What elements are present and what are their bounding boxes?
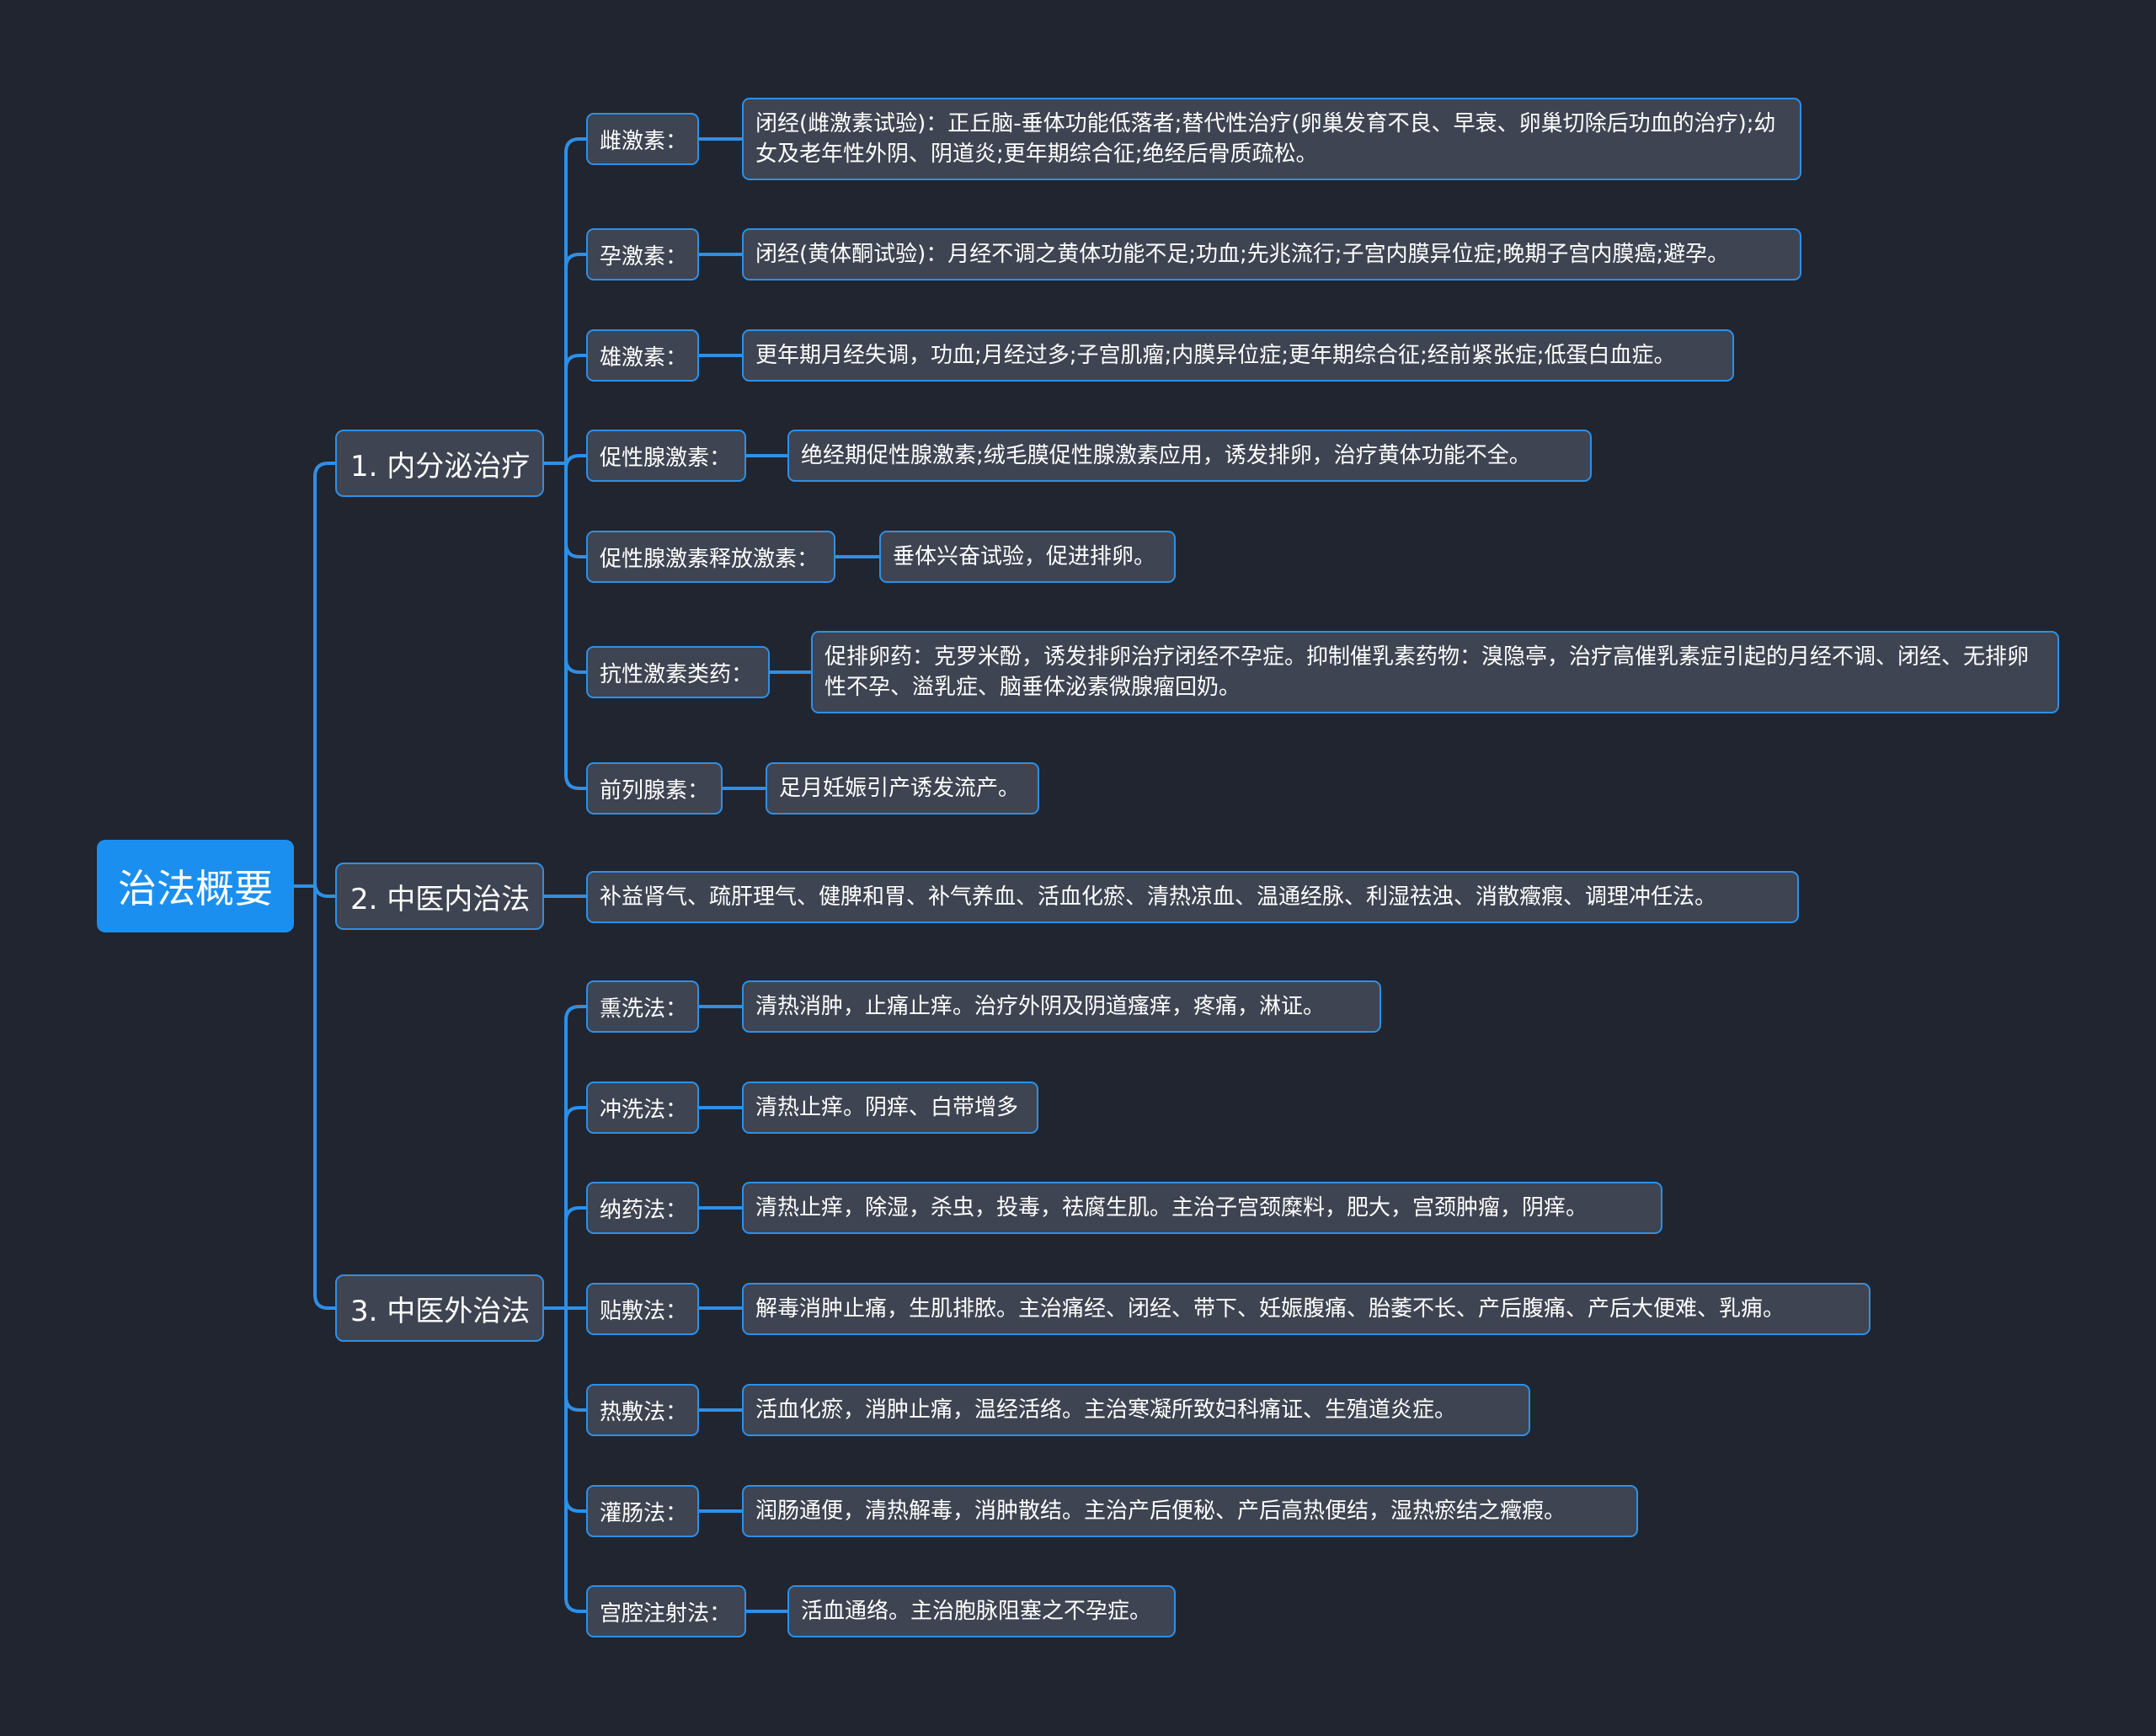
connector-branch-3-sub-7 [564, 1308, 586, 1613]
leaf-progesterone: 闭经(黄体酮试验)：月经不调之黄体功能不足;功血;先兆流行;子宫内膜异位症;晚期… [742, 228, 1801, 280]
branch-tcm-internal[interactable]: 2. 中医内治法 [335, 863, 544, 930]
leaf-intrauterine-injection: 活血通络。主治胞脉阻塞之不孕症。 [787, 1585, 1176, 1637]
sub-prostaglandin[interactable]: 前列腺素： [586, 762, 723, 815]
connector-branch-3-sub-1 [564, 1005, 586, 1308]
leaf-tcm-internal: 补益肾气、疏肝理气、健脾和胃、补气养血、活血化瘀、清热凉血、温通经脉、利湿祛浊、… [586, 871, 1799, 923]
branch-endocrine-therapy[interactable]: 1. 内分泌治疗 [335, 430, 544, 497]
connector-branch-1-sub-1 [564, 137, 586, 463]
leaf-fumigation: 清热消肿，止痛止痒。治疗外阴及阴道瘙痒，疼痛，淋证。 [742, 980, 1381, 1033]
sub-hot-compress[interactable]: 热敷法： [586, 1384, 699, 1436]
leaf-gonadotropin: 绝经期促性腺激素;绒毛膜促性腺激素应用，诱发排卵，治疗黄体功能不全。 [787, 430, 1592, 482]
connector-branch-1-sub-4 [564, 454, 586, 470]
branch-tcm-external[interactable]: 3. 中医外治法 [335, 1274, 544, 1342]
connector-branch-1-sub-2 [564, 253, 586, 463]
leaf-estrogen: 闭经(雌激素试验)：正丘脑-垂体功能低落者;替代性治疗(卵巢发育不良、早衰、卵巢… [742, 98, 1801, 180]
connector-branch-3-sub-5 [564, 1308, 586, 1412]
leaf-hot-compress: 活血化瘀，消肿止痛，温经活络。主治寒凝所致妇科痛证、生殖道炎症。 [742, 1384, 1530, 1436]
connector-root-branch-2 [313, 882, 335, 898]
connector-branch-3-sub-2 [564, 1106, 586, 1308]
sub-progesterone[interactable]: 孕激素： [586, 228, 699, 280]
sub-androgen[interactable]: 雄激素： [586, 329, 699, 382]
sub-gonadotropin[interactable]: 促性腺激素： [586, 430, 746, 482]
sub-intrauterine-injection[interactable]: 宫腔注射法： [586, 1585, 746, 1637]
sub-anti-sex-hormone[interactable]: 抗性激素类药： [586, 646, 770, 698]
leaf-androgen: 更年期月经失调，功血;月经过多;子宫肌瘤;内膜异位症;更年期综合征;经前紧张症;… [742, 329, 1734, 382]
leaf-enema: 润肠通便，清热解毒，消肿散结。主治产后便秘、产后高热便结，湿热瘀结之癥瘕。 [742, 1485, 1638, 1537]
leaf-anti-sex-hormone: 促排卵药：克罗米酚，诱发排卵治疗闭经不孕症。抑制催乳素药物：溴隐亭，治疗高催乳素… [811, 631, 2059, 713]
sub-insertion[interactable]: 纳药法： [586, 1182, 699, 1234]
connector-root-branch-3 [313, 886, 335, 1310]
sub-enema[interactable]: 灌肠法： [586, 1485, 699, 1537]
root-node[interactable]: 治法概要 [97, 840, 294, 932]
leaf-application: 解毒消肿止痛，生肌排脓。主治痛经、闭经、带下、妊娠腹痛、胎萎不长、产后腹痛、产后… [742, 1283, 1870, 1335]
connector-branch-1-sub-3 [564, 354, 586, 463]
leaf-gnrh: 垂体兴奋试验，促进排卵。 [879, 531, 1176, 583]
connector-root-branch-1 [313, 462, 335, 886]
leaf-irrigation: 清热止痒。阴痒、白带增多 [742, 1082, 1038, 1134]
sub-irrigation[interactable]: 冲洗法： [586, 1082, 699, 1134]
connector-branch-1-sub-6 [564, 463, 586, 674]
sub-gnrh[interactable]: 促性腺激素释放激素： [586, 531, 835, 583]
leaf-prostaglandin: 足月妊娠引产诱发流产。 [766, 762, 1039, 815]
leaf-insertion: 清热止痒，除湿，杀虫，投毒，祛腐生肌。主治子宫颈糜料，肥大，宫颈肿瘤，阴痒。 [742, 1182, 1662, 1234]
connector-branch-1-sub-7 [564, 463, 586, 790]
sub-estrogen[interactable]: 雌激素： [586, 113, 699, 165]
sub-fumigation[interactable]: 熏洗法： [586, 980, 699, 1033]
connector-branch-3-sub-3 [564, 1206, 586, 1308]
sub-application[interactable]: 贴敷法： [586, 1283, 699, 1335]
connector-branch-1-sub-5 [564, 463, 586, 558]
